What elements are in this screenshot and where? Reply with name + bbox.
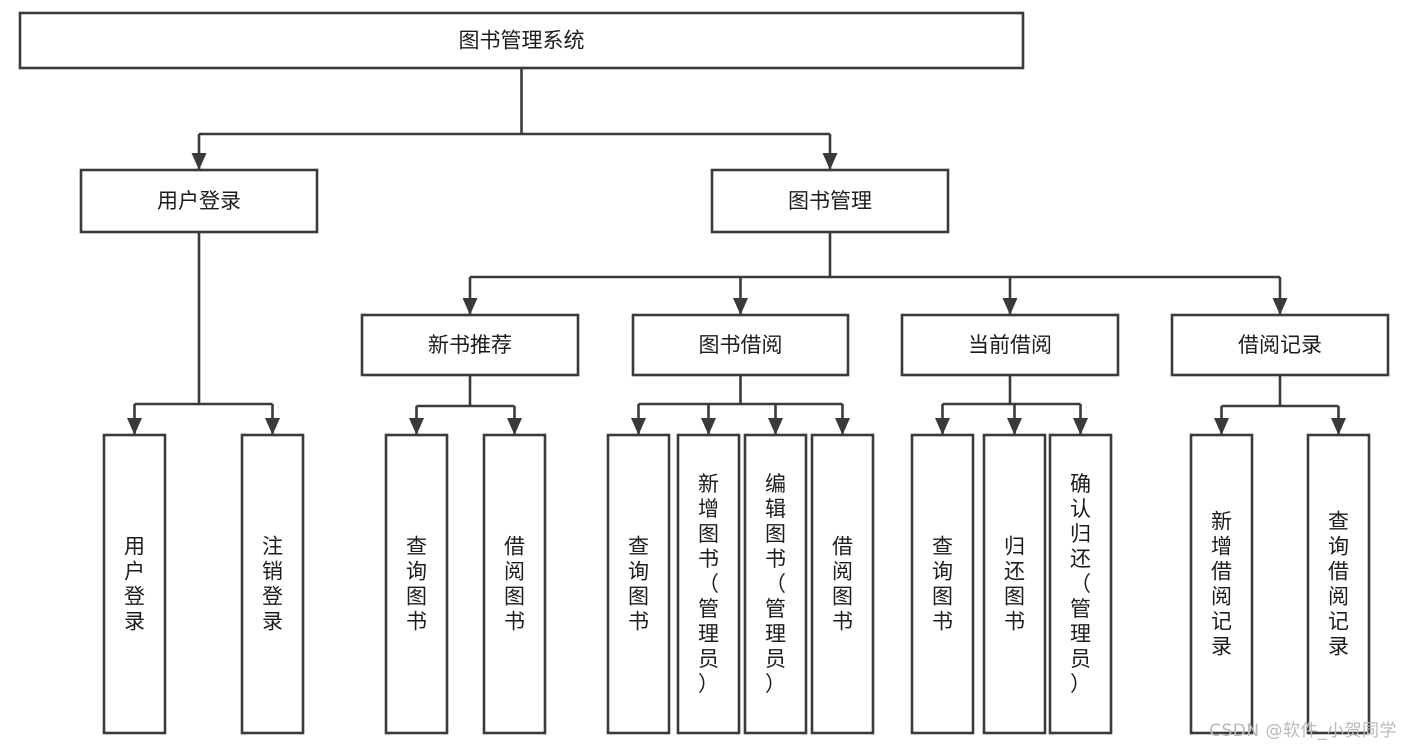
node-box xyxy=(1189,433,1254,735)
node-borrow-record[interactable]: 借阅记录 xyxy=(1170,313,1390,377)
node-user-login[interactable]: 用户登录 xyxy=(79,168,319,234)
node-leaf-query-book-2[interactable]: 查询图书 xyxy=(606,433,671,735)
node-box xyxy=(482,433,547,735)
arrow-head-icon xyxy=(191,153,207,170)
node-label: 确认归还（管理员） xyxy=(1070,472,1091,696)
arrow-head-icon xyxy=(822,153,838,170)
node-leaf-add-book[interactable]: 新增图书（管理员） xyxy=(676,433,741,735)
arrow-head-icon xyxy=(507,418,522,435)
arrow-head-icon xyxy=(409,418,424,435)
node-label: 新书推荐 xyxy=(428,333,512,357)
node-label: 归还图书 xyxy=(1004,535,1025,634)
arrow-head-icon xyxy=(631,418,646,435)
node-leaf-add-record[interactable]: 新增借阅记录 xyxy=(1189,433,1254,735)
node-box xyxy=(79,168,319,234)
node-leaf-borrow-book-1[interactable]: 借阅图书 xyxy=(482,433,547,735)
node-label: 新增图书（管理员） xyxy=(698,472,719,696)
node-box xyxy=(1048,433,1113,735)
node-box xyxy=(710,168,950,234)
node-label: 借阅图书 xyxy=(832,535,853,634)
node-leaf-query-book-1[interactable]: 查询图书 xyxy=(384,433,449,735)
node-label: 图书管理 xyxy=(788,189,872,213)
node-box xyxy=(384,433,449,735)
node-label: 查询借阅记录 xyxy=(1328,510,1349,659)
node-box xyxy=(102,433,167,735)
node-leaf-user-login[interactable]: 用户登录 xyxy=(102,433,167,735)
node-leaf-borrow-book-2[interactable]: 借阅图书 xyxy=(810,433,875,735)
nodes-layer: 图书管理系统用户登录图书管理新书推荐图书借阅当前借阅借阅记录用户登录注销登录查询… xyxy=(18,11,1390,735)
node-box xyxy=(743,433,808,735)
arrow-head-icon xyxy=(1007,418,1022,435)
node-label: 注销登录 xyxy=(262,535,283,634)
node-box xyxy=(982,433,1047,735)
node-label: 用户登录 xyxy=(157,189,241,213)
node-new-book-recommend[interactable]: 新书推荐 xyxy=(360,313,580,377)
arrow-head-icon xyxy=(1272,298,1288,315)
node-box xyxy=(810,433,875,735)
connectors-layer xyxy=(127,68,1346,435)
node-current-borrow[interactable]: 当前借阅 xyxy=(900,313,1120,377)
node-leaf-logout[interactable]: 注销登录 xyxy=(240,433,305,735)
node-box xyxy=(240,433,305,735)
node-box xyxy=(18,11,1025,70)
node-box xyxy=(606,433,671,735)
node-label: 图书管理系统 xyxy=(459,29,585,53)
arrow-head-icon xyxy=(835,418,850,435)
arrow-head-icon xyxy=(265,418,280,435)
arrow-head-icon xyxy=(733,298,748,315)
node-label: 查询图书 xyxy=(628,535,649,634)
node-label: 查询图书 xyxy=(406,535,427,634)
arrow-head-icon xyxy=(768,418,783,435)
node-box xyxy=(1306,433,1371,735)
node-root[interactable]: 图书管理系统 xyxy=(18,11,1025,70)
node-leaf-return-book[interactable]: 归还图书 xyxy=(982,433,1047,735)
arrow-head-icon xyxy=(1073,418,1088,435)
node-box xyxy=(900,313,1120,377)
node-leaf-query-book-3[interactable]: 查询图书 xyxy=(910,433,975,735)
arrow-head-icon xyxy=(127,418,142,435)
node-box xyxy=(676,433,741,735)
node-book-manage[interactable]: 图书管理 xyxy=(710,168,950,234)
node-label: 借阅记录 xyxy=(1238,333,1322,357)
node-label: 借阅图书 xyxy=(504,535,525,634)
node-leaf-confirm-return[interactable]: 确认归还（管理员） xyxy=(1048,433,1113,735)
arrow-head-icon xyxy=(701,418,716,435)
arrow-head-icon xyxy=(1214,418,1229,435)
node-box xyxy=(910,433,975,735)
node-label: 当前借阅 xyxy=(968,333,1052,357)
node-box xyxy=(631,313,850,377)
arrow-head-icon xyxy=(935,418,950,435)
node-label: 查询图书 xyxy=(932,535,953,634)
arrow-head-icon xyxy=(1002,298,1018,315)
node-book-borrow[interactable]: 图书借阅 xyxy=(631,313,850,377)
node-box xyxy=(1170,313,1390,377)
node-box xyxy=(360,313,580,377)
node-label: 编辑图书（管理员） xyxy=(765,472,786,696)
node-label: 用户登录 xyxy=(124,535,145,634)
node-label: 新增借阅记录 xyxy=(1211,510,1232,659)
arrow-head-icon xyxy=(462,298,478,315)
node-leaf-edit-book[interactable]: 编辑图书（管理员） xyxy=(743,433,808,735)
arrow-head-icon xyxy=(1331,418,1346,435)
node-label: 图书借阅 xyxy=(699,333,783,357)
node-leaf-query-record[interactable]: 查询借阅记录 xyxy=(1306,433,1371,735)
